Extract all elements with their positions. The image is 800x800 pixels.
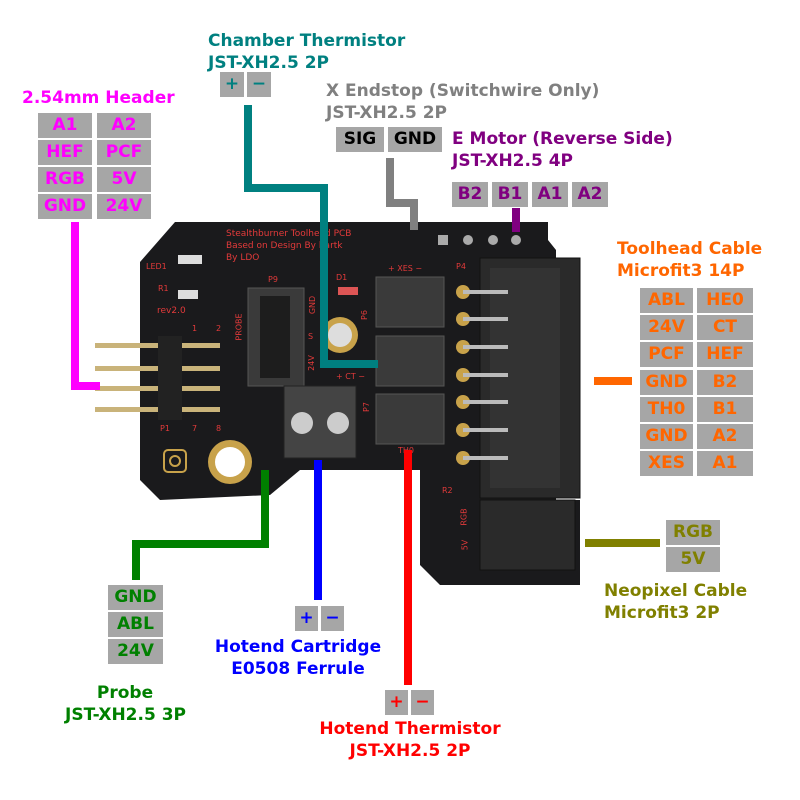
toolhead-pin: B2 [697,369,753,395]
header-pin: RGB [38,167,92,192]
toolhead-pin: XES [640,451,693,477]
header-leader [71,222,100,390]
toolhead-pin: PCF [640,342,693,368]
thermistor-pin: − [411,690,434,715]
pcb-rev-label: rev2.0 [157,306,186,316]
header-pin: A1 [38,113,92,138]
pcb-pin8: 8 [216,424,222,433]
pcb-p9-label: P9 [268,275,278,284]
pcb-pin1: 1 [192,324,198,333]
thermistor-pin: + [385,690,408,715]
probe-pin: ABL [108,612,163,637]
toolhead-pin: HE0 [697,288,753,313]
thermistor-sub: JST-XH2.5 2P [349,741,471,761]
pcb-pin2: 2 [216,324,222,333]
probe-pin: GND [108,585,163,610]
emotor-label: E Motor (Reverse Side)JST-XH2.5 4P [452,128,673,172]
toolhead-pin: HEF [697,342,753,368]
endstop-pin: GND [388,127,442,152]
chamber-sub: JST-XH2.5 2P [208,53,329,73]
pcb-title: Stealthburner Toolhead PCB [226,229,352,239]
toolhead-pin: TH0 [640,396,693,422]
emotor-pin: B1 [492,182,528,207]
pcb-d1-label: D1 [336,273,348,282]
header-pin: 5V [97,167,151,192]
emotor-pin: A2 [572,182,608,207]
endstop-title: X Endstop (Switchwire Only) [326,81,600,101]
cartridge-pin: − [321,606,344,631]
neopixel-pin: 5V [666,547,720,572]
header-pin: GND [38,194,92,219]
chamber-leader [244,105,378,368]
toolhead-pin: CT [697,315,753,341]
endstop-pin: SIG [336,127,384,152]
pcb-r2-label: R2 [442,486,453,495]
emotor-sub: JST-XH2.5 4P [452,151,573,171]
header-pin: A2 [97,113,151,138]
thermistor-title: Hotend Thermistor [319,719,501,739]
toolhead-pin: B1 [697,396,753,422]
probe-title: Probe [96,683,154,703]
chamber-pin: − [247,72,271,97]
probe-sub: JST-XH2.5 3P [65,705,186,725]
endstop-label: X Endstop (Switchwire Only)JST-XH2.5 2P [326,80,599,124]
chamber-pin: + [220,72,244,97]
cartridge-pin: + [295,606,318,631]
pcb-credit: Based on Design By hartk [226,241,343,251]
pcb-ct-label: + CT − [336,372,365,381]
pcb-pin7: 7 [192,424,198,433]
endstop-sub: JST-XH2.5 2P [326,103,447,123]
cartridge-sub: E0508 Ferrule [231,659,365,679]
pcb-r1-label: R1 [158,284,169,293]
neopixel-pin: RGB [666,520,720,545]
emotor-title: E Motor (Reverse Side) [452,129,673,149]
header-title: 2.54mm Header [22,88,175,108]
endstop-leader [386,158,418,230]
toolhead-sub: Microfit3 14P [617,261,745,281]
probe-leader [132,470,269,580]
pcb-p4-label: P4 [456,262,466,271]
neopixel-title: Neopixel Cable [604,581,748,601]
probe-pin: 24V [108,639,163,664]
toolhead-pin: ABL [640,288,693,313]
toolhead-pin: GND [640,424,693,449]
pcb-s-label: S [308,332,314,341]
pcb-xes-label: + XES − [388,264,423,273]
toolhead-pin: GND [640,369,693,395]
toolhead-pin: A2 [697,424,753,449]
header-pin: PCF [97,140,151,165]
neopixel-sub: Microfit3 2P [604,603,720,623]
pcb-maker: By LDO [226,253,260,263]
toolhead-title: Toolhead Cable [617,239,763,259]
emotor-pin: A1 [532,182,568,207]
emotor-pin: B2 [452,182,488,207]
toolhead-pin: A1 [697,451,753,477]
pcb-p1-label: P1 [160,424,170,433]
chamber-title: Chamber Thermistor [208,31,406,51]
header-pin: HEF [38,140,92,165]
cartridge-title: Hotend Cartridge [214,637,382,657]
header-pin: 24V [97,194,151,219]
pcb-led-label: LED1 [146,262,167,271]
toolhead-pin: 24V [640,315,693,341]
